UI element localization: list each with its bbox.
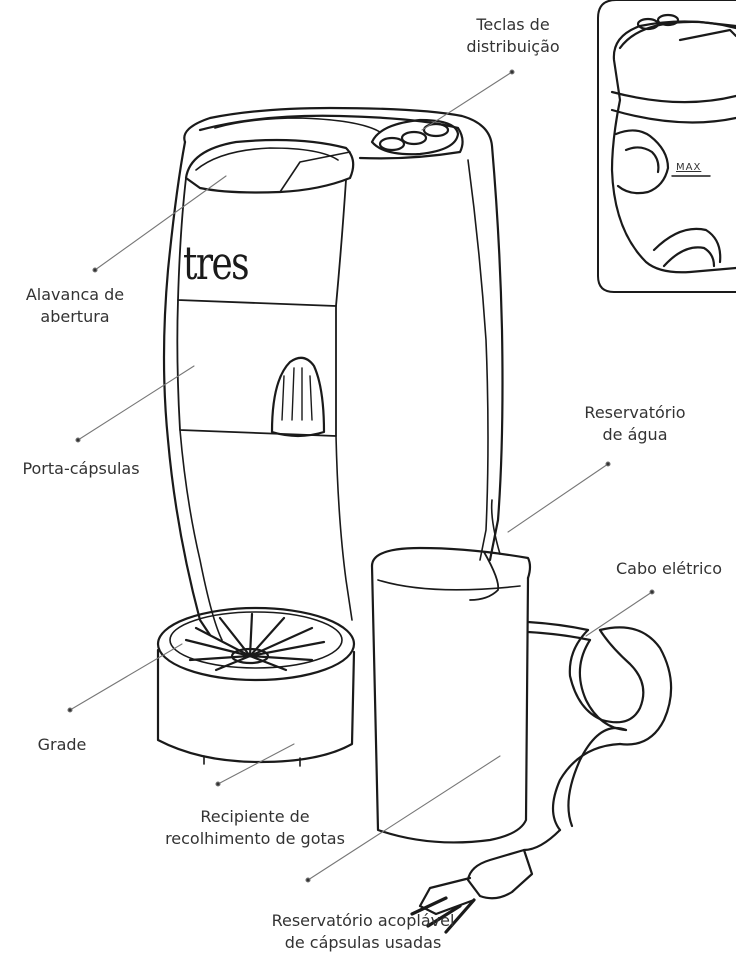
label-teclas-de-distribuicao: Teclas de distribuição — [448, 14, 578, 58]
label-recipiente-de-recolhimento: Recipiente de recolhimento de gotas — [160, 806, 350, 850]
power-cable — [412, 622, 671, 932]
label-cabo-eletrico: Cabo elétrico — [604, 558, 734, 580]
label-reservatorio-de-capsulas: Reservatório acoplável de cápsulas usada… — [258, 910, 468, 954]
label-alavanca-de-abertura: Alavanca de abertura — [10, 284, 140, 328]
label-porta-capsulas: Porta-cápsulas — [6, 458, 156, 480]
max-fill-mark: MAX — [676, 162, 701, 173]
label-grade: Grade — [22, 734, 102, 756]
brand-logo: tres — [183, 236, 248, 290]
inset-water-tank-detail — [598, 0, 736, 292]
label-reservatorio-de-agua: Reservatório de água — [572, 402, 698, 446]
drip-tray — [158, 608, 354, 766]
capsule-container — [372, 500, 530, 842]
machine-body — [164, 108, 503, 640]
